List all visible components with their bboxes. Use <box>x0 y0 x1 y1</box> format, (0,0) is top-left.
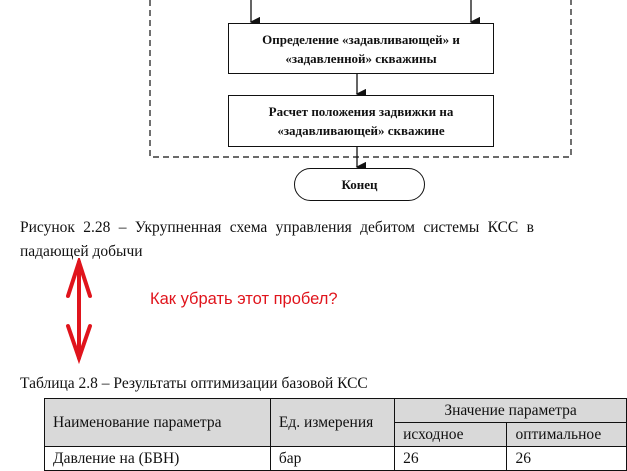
figure-caption-line1: Рисунок 2.28 – Укрупненная схема управле… <box>20 219 534 236</box>
table-header-row: Наименование параметра Ед. измерения Зна… <box>44 398 627 447</box>
flowchart-end-terminal: Конец <box>294 168 425 201</box>
flowchart-connectors <box>149 0 572 173</box>
annotation-question: Как убрать этот пробел? <box>150 290 338 308</box>
cell-initial: 26 <box>394 446 508 471</box>
end-label: Конец <box>341 177 378 192</box>
cell-optimal: 26 <box>506 446 627 471</box>
header-param: Наименование параметра <box>44 398 271 447</box>
flowchart-box-determine-wells: Определение «задавливающей» и «задавленн… <box>228 23 494 74</box>
results-table: Наименование параметра Ед. измерения Зна… <box>44 398 627 471</box>
figure-caption-line2: падающей добычи <box>20 243 143 260</box>
cell-unit: бар <box>269 446 396 471</box>
header-optimal: оптимальное <box>506 422 627 447</box>
red-double-arrow-icon <box>66 258 92 364</box>
table-caption: Таблица 2.8 – Результаты оптимизации баз… <box>20 375 368 392</box>
flowchart-box-valve-calc: Расчет положения задвижки на «задавливаю… <box>228 95 494 147</box>
header-value: Значение параметра <box>394 398 627 423</box>
table-subheader-row: исходное оптимальное <box>45 422 627 447</box>
box-label: Определение «задавливающей» и «задавленн… <box>262 31 460 66</box>
table-row: Давление на (БВН) бар 26 26 <box>44 446 627 471</box>
header-initial: исходное <box>394 422 508 447</box>
header-unit: Ед. измерения <box>269 398 396 447</box>
cell-param: Давление на (БВН) <box>44 446 271 471</box>
box-label: Расчет положения задвижки на «задавливаю… <box>268 104 454 138</box>
